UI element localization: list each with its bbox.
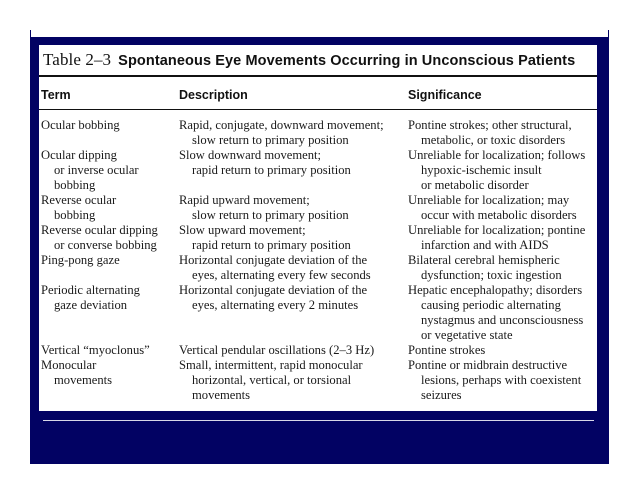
cell-line: Reverse ocular dipping [41,223,158,237]
cell-line: bobbing [54,208,96,222]
cell-line: rapid return to primary position [192,238,351,252]
description-cell: Slow downward movement;rapid return to p… [179,148,404,178]
cell-line: movements [192,388,251,402]
cell-line: Small, intermittent, rapid monocular [179,358,363,372]
cell-line: Pontine or midbrain destructive [408,358,568,372]
cell-line: Hepatic encephalopathy; disorders [408,283,583,297]
cell-line: dysfunction; toxic ingestion [421,268,562,282]
bottom-rule [43,420,594,421]
cell-line: seizures [421,388,462,402]
header-term: Term [41,88,71,102]
cell-line: Rapid upward movement; [179,193,310,207]
description-cell: Slow upward movement;rapid return to pri… [179,223,404,253]
cell-line: causing periodic alternating [421,298,561,312]
cell-line: nystagmus and unconsciousness [421,313,584,327]
table-title: Table 2–3 Spontaneous Eye Movements Occur… [43,50,575,70]
top-white-bar [31,30,608,37]
cell-line: Reverse ocular [41,193,117,207]
cell-line: Periodic alternating [41,283,140,297]
description-cell: Rapid, conjugate, downward movement;slow… [179,118,404,148]
cell-line: Monocular [41,358,97,372]
description-cell: Rapid upward movement;slow return to pri… [179,193,404,223]
cell-line: Vertical pendular oscillations (2–3 Hz) [179,343,375,357]
description-cell: Vertical pendular oscillations (2–3 Hz) [179,343,404,358]
header-rule [39,109,597,110]
cell-line: or converse bobbing [54,238,157,252]
term-cell: Vertical “myoclonus” [41,343,175,358]
cell-line: Pontine strokes; other structural, [408,118,572,132]
cell-line: Rapid, conjugate, downward movement; [179,118,384,132]
header-description: Description [179,88,248,102]
cell-line: Bilateral cerebral hemispheric [408,253,560,267]
significance-cell: Pontine strokes [408,343,596,358]
table-sheet: Table 2–3 Spontaneous Eye Movements Occur… [39,45,597,411]
top-rule [39,75,597,77]
cell-line: Vertical “myoclonus” [41,343,150,357]
table-caption: Spontaneous Eye Movements Occurring in U… [118,53,576,69]
cell-line: Horizontal conjugate deviation of the [179,253,368,267]
significance-cell: Pontine strokes; other structural,metabo… [408,118,596,148]
cell-line: hypoxic-ischemic insult [421,163,542,177]
cell-line: Ping-pong gaze [41,253,120,267]
cell-line: infarction and with AIDS [421,238,549,252]
cell-line: slow return to primary position [192,208,349,222]
cell-line: occur with metabolic disorders [421,208,577,222]
cell-line: or inverse ocular [54,163,139,177]
cell-line: Slow downward movement; [179,148,322,162]
cell-line: Ocular bobbing [41,118,120,132]
cell-line: Slow upward movement; [179,223,306,237]
cell-line: Ocular dipping [41,148,117,162]
cell-line: lesions, perhaps with coexistent [421,373,582,387]
term-cell: Ping-pong gaze [41,253,175,268]
cell-line: eyes, alternating every few seconds [192,268,371,282]
header-significance: Significance [408,88,482,102]
cell-line: slow return to primary position [192,133,349,147]
cell-line: Unreliable for localization; may [408,193,570,207]
cell-line: Horizontal conjugate deviation of the [179,283,368,297]
cell-line: eyes, alternating every 2 minutes [192,298,359,312]
cell-line: or metabolic disorder [421,178,529,192]
cell-line: metabolic, or toxic disorders [421,133,566,147]
cell-line: movements [54,373,113,387]
cell-line: Unreliable for localization; pontine [408,223,586,237]
cell-line: bobbing [54,178,96,192]
cell-line: Unreliable for localization; follows [408,148,586,162]
term-cell: Ocular bobbing [41,118,175,133]
table-number: Table 2–3 [43,50,112,69]
cell-line: gaze deviation [54,298,128,312]
cell-line: horizontal, vertical, or torsional [192,373,352,387]
cell-line: or vegetative state [421,328,513,342]
cell-line: Pontine strokes [408,343,486,357]
cell-line: rapid return to primary position [192,163,351,177]
